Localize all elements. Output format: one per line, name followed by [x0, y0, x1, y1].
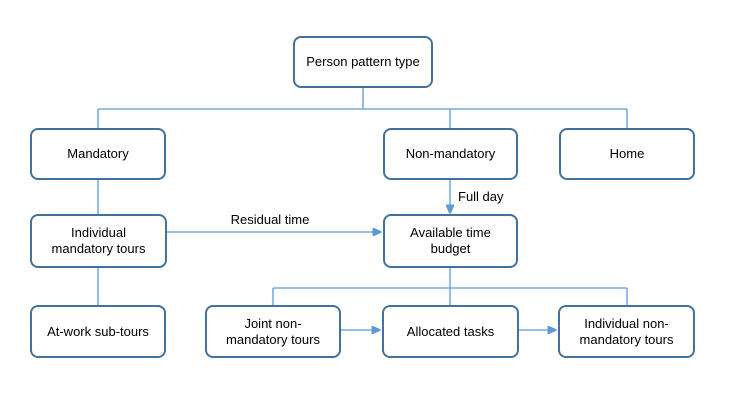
- node-available-time-budget: Available time budget: [383, 214, 518, 268]
- node-joint-non-mandatory-tours-label: Joint non-mandatory tours: [226, 315, 320, 347]
- node-allocated-tasks-label: Allocated tasks: [406, 323, 495, 339]
- node-joint-non-mandatory-tours: Joint non-mandatory tours: [205, 305, 341, 358]
- node-non-mandatory: Non-mandatory: [383, 128, 518, 180]
- node-home: Home: [559, 128, 695, 180]
- node-person-pattern-type-label: Person pattern type: [306, 54, 420, 69]
- edge-label-residual-time: Residual time: [230, 212, 310, 227]
- node-at-work-sub-tours: At-work sub-tours: [30, 305, 166, 358]
- node-available-time-budget-label: Available time budget: [410, 225, 491, 256]
- node-mandatory: Mandatory: [30, 128, 166, 180]
- node-individual-non-mandatory-tours: Individual non-mandatory tours: [558, 305, 695, 358]
- node-allocated-tasks: Allocated tasks: [382, 305, 519, 358]
- node-person-pattern-type: Person pattern type: [293, 36, 433, 88]
- edge-label-full-day: Full day: [458, 189, 504, 204]
- node-individual-mandatory-tours-label: Individual mandatory tours: [51, 225, 146, 256]
- node-home-label: Home: [609, 146, 645, 161]
- node-non-mandatory-label: Non-mandatory: [405, 146, 496, 161]
- node-mandatory-label: Mandatory: [67, 146, 129, 161]
- node-individual-mandatory-tours: Individual mandatory tours: [30, 214, 167, 268]
- node-individual-non-mandatory-tours-label: Individual non-mandatory tours: [579, 315, 674, 347]
- node-at-work-sub-tours-label: At-work sub-tours: [47, 323, 149, 339]
